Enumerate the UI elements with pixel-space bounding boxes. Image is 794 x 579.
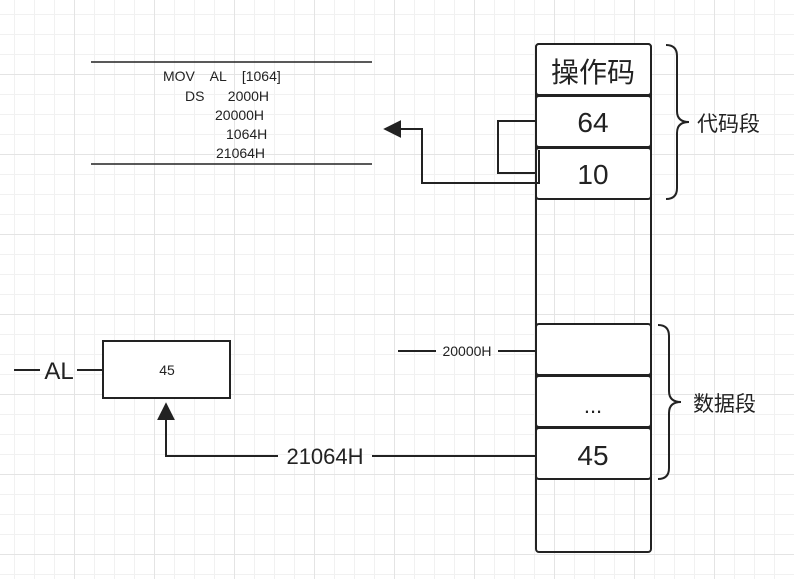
physical-address-label: 21064H bbox=[286, 444, 363, 469]
code-line-21064h: 21064H bbox=[216, 145, 265, 161]
code-line-20000h: 20000H bbox=[215, 107, 264, 123]
data-segment-label: 数据段 bbox=[693, 393, 756, 416]
memory-cell-ellipsis-value: ... bbox=[584, 393, 602, 418]
memory-cell-20000h bbox=[535, 323, 652, 376]
physical-address-arrow bbox=[157, 402, 278, 457]
register-box bbox=[102, 340, 231, 399]
segment-base-address: 20000H bbox=[442, 343, 491, 359]
offset-to-code-arrow bbox=[383, 120, 540, 184]
memory-cell-45 bbox=[535, 427, 652, 480]
register-value: 45 bbox=[159, 362, 175, 378]
code-segment-label: 代码段 bbox=[697, 113, 760, 136]
data-segment-brace bbox=[657, 324, 682, 480]
memory-cell-64-value: 64 bbox=[577, 107, 608, 138]
code-line-1064h: 1064H bbox=[226, 126, 267, 142]
memory-cell-10-value: 10 bbox=[577, 159, 608, 190]
code-line-ds: DS 2000H bbox=[185, 88, 269, 104]
code-segment-brace bbox=[665, 44, 690, 200]
register-name: AL bbox=[44, 358, 73, 385]
code-line-mov: MOV AL [1064] bbox=[163, 68, 281, 84]
memory-cell-45-value: 45 bbox=[577, 440, 608, 471]
memory-cell-opcode-label: 操作码 bbox=[551, 57, 635, 88]
offset-combine-connector bbox=[497, 120, 536, 174]
